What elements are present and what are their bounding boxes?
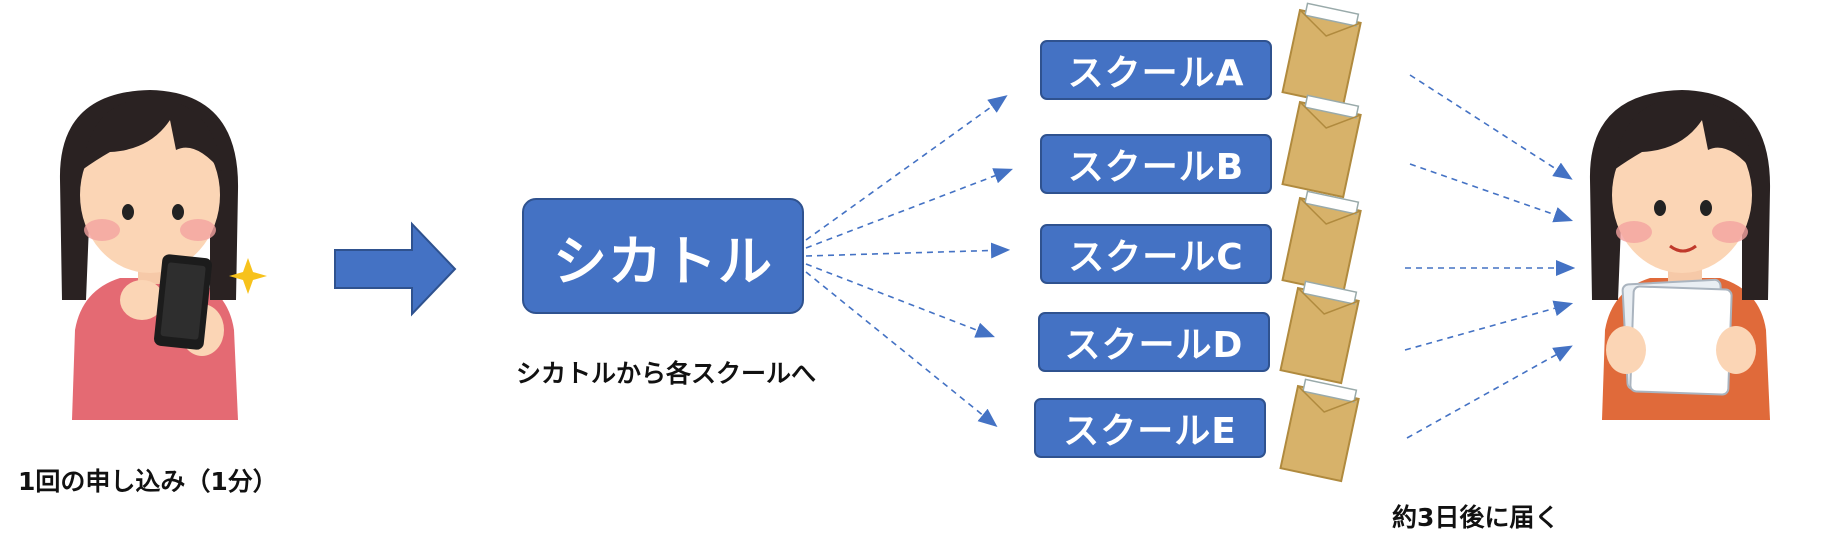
- envelope-icon: [1279, 378, 1360, 483]
- delivery-caption: 約3日後に届く: [1392, 503, 1560, 532]
- envelope-icon: [1281, 2, 1362, 107]
- flow-arrow-icon: [334, 221, 457, 317]
- hub-box: シカトル: [522, 198, 804, 314]
- envelope-icon: [1279, 280, 1360, 385]
- apply-caption: 1回の申し込み（1分）: [18, 467, 278, 496]
- school-box-c: スクールC: [1040, 224, 1272, 284]
- school-box-b: スクールB: [1040, 134, 1272, 194]
- envelope-icon: [1281, 94, 1362, 199]
- sparkle-icon: [229, 258, 267, 294]
- delivery-arrows: [1404, 74, 1576, 439]
- hub-to-school-arrows: [805, 95, 1013, 428]
- school-box-a: スクールA: [1040, 40, 1272, 100]
- school-box-e: スクールE: [1034, 398, 1266, 458]
- school-box-d: スクールD: [1038, 312, 1270, 372]
- envelope-icon: [1281, 190, 1362, 295]
- hub-caption: シカトルから各スクールへ: [516, 359, 817, 388]
